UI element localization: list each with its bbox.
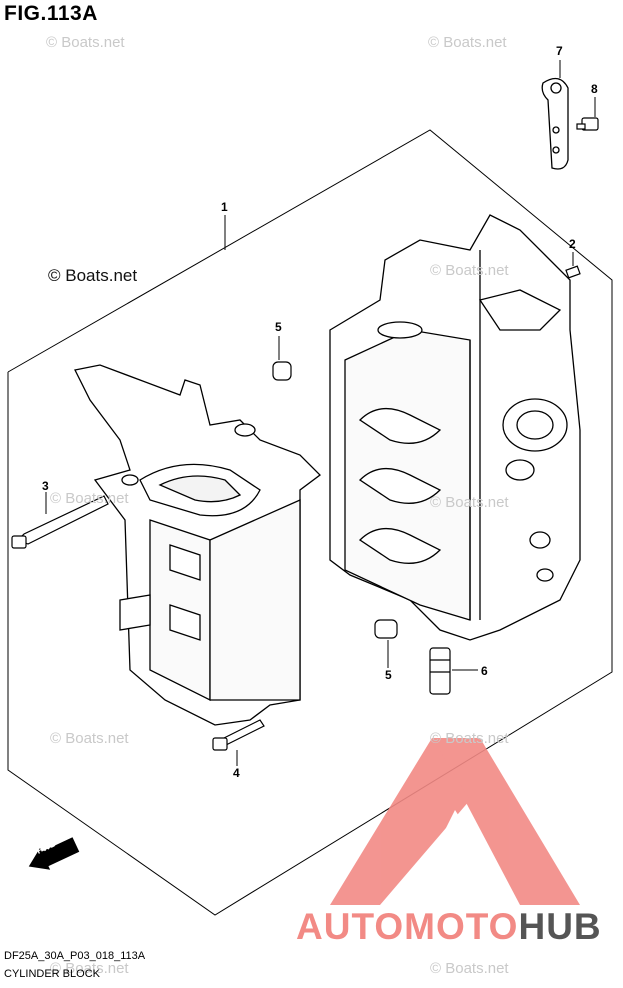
part-8-bolt xyxy=(576,117,599,131)
callout-5-lower: 5 xyxy=(385,668,392,682)
part-2-pin xyxy=(565,265,581,279)
part-3-bolt xyxy=(11,495,109,549)
brand-part-2: HUB xyxy=(518,906,602,947)
callout-1: 1 xyxy=(221,200,228,214)
callout-7: 7 xyxy=(556,44,563,58)
brand-wordmark: AUTOMOTOHUB xyxy=(296,906,602,948)
callout-6: 6 xyxy=(481,664,488,678)
brand-part-1: AUTOMOTO xyxy=(296,906,519,947)
watermark: © Boats.net xyxy=(430,960,509,977)
watermark: © Boats.net xyxy=(430,494,509,511)
cylinder-block-left xyxy=(74,364,321,726)
cylinder-block-right xyxy=(329,214,581,641)
callout-2: 2 xyxy=(569,237,576,251)
fwd-arrow-icon xyxy=(28,837,80,870)
assembly-frame xyxy=(7,129,613,916)
figure-caption: CYLINDER BLOCK xyxy=(4,968,100,980)
part-6-fitting xyxy=(429,647,451,695)
callout-5-upper: 5 xyxy=(275,320,282,334)
watermark: © Boats.net xyxy=(50,960,129,977)
figure-code: DF25A_30A_P03_018_113A xyxy=(4,950,146,962)
callout-8: 8 xyxy=(591,82,598,96)
figure-title: FIG.113A xyxy=(4,2,98,25)
callout-3: 3 xyxy=(42,479,49,493)
part-7-bracket xyxy=(541,77,569,170)
part-4-bolt xyxy=(212,719,265,751)
watermark: © Boats.net xyxy=(50,490,129,507)
watermark: © Boats.net xyxy=(430,262,509,279)
leader-lines xyxy=(45,60,596,766)
callout-4: 4 xyxy=(233,766,240,780)
part-5-dowel-lower xyxy=(374,619,398,639)
watermark: © Boats.net xyxy=(428,34,507,51)
brand-logo-mark xyxy=(330,738,580,905)
watermark: © Boats.net xyxy=(430,730,509,747)
part-5-dowel-upper xyxy=(272,361,292,381)
watermark: © Boats.net xyxy=(46,34,125,51)
watermark-dark: © Boats.net xyxy=(48,266,138,285)
watermark: © Boats.net xyxy=(50,730,129,747)
